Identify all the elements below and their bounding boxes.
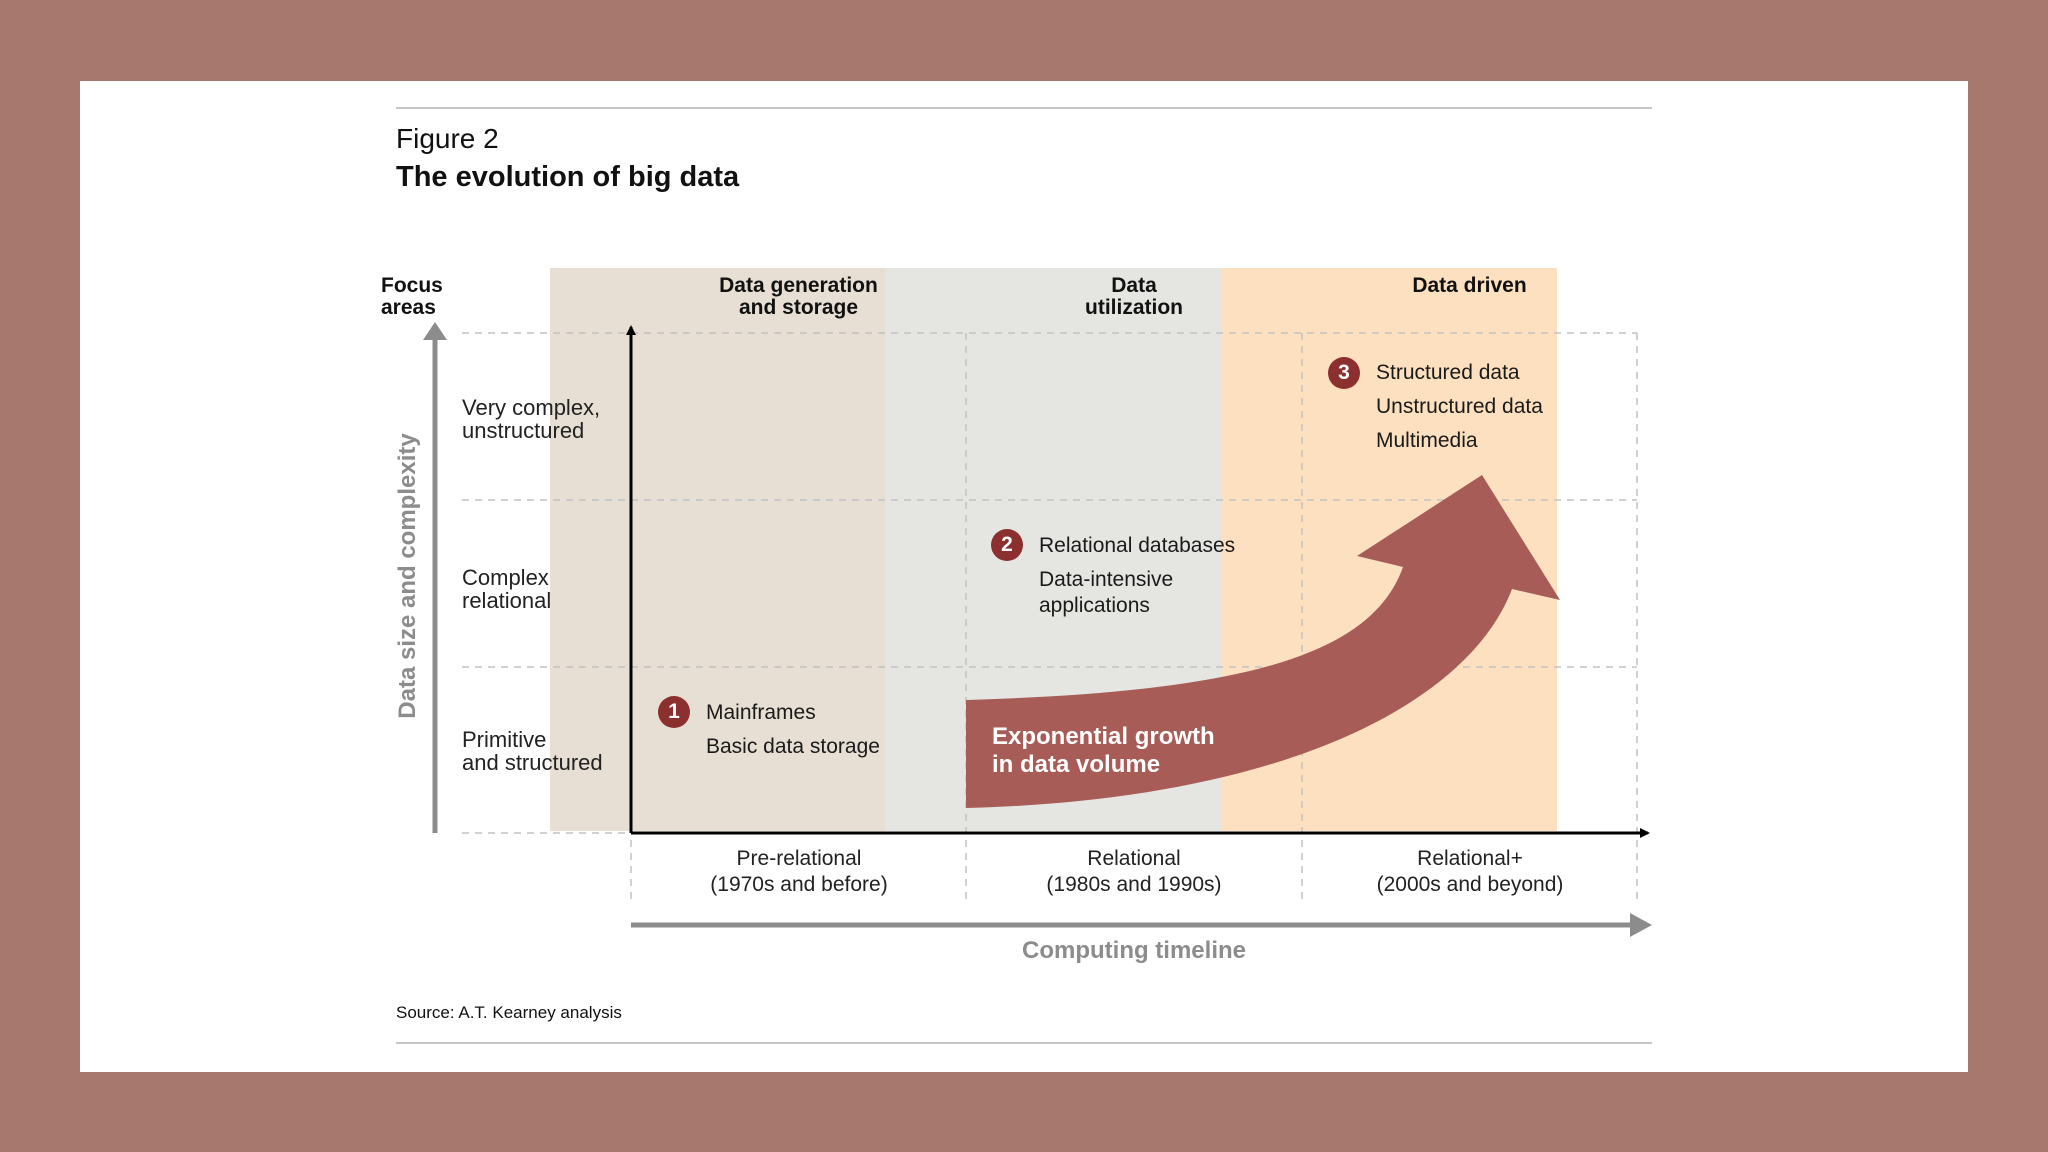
timeline-pre-relational: Pre-relational(1970s and before): [710, 847, 888, 896]
header-data-generation: Data generation and storage: [719, 274, 878, 319]
timeline-relational: Relational(1980s and 1990s): [1046, 847, 1222, 896]
x-axis-arrowhead: [1630, 913, 1652, 937]
figure-label: Figure 2: [396, 123, 499, 154]
source-note: Source: A.T. Kearney analysis: [396, 1003, 622, 1022]
figure-title: The evolution of big data: [396, 161, 740, 193]
focus-areas-header: Focus areas: [381, 274, 443, 319]
stage-3-marker: 3: [1328, 357, 1360, 389]
top-rule: [396, 107, 1652, 109]
era-band-data-generation: [550, 268, 885, 831]
stage-2-marker: 2: [991, 529, 1023, 561]
y-axis-label: Data size and complexity: [394, 433, 421, 719]
x-axis-label: Computing timeline: [1022, 937, 1246, 964]
row-label-very-complex: Very complex,unstructured: [462, 395, 601, 443]
stage-2-items: Relational databases Data-intensive appl…: [1039, 534, 1236, 617]
header-data-utilization: Data utilization: [1085, 274, 1183, 319]
timeline-relational-plus: Relational+(2000s and beyond): [1376, 847, 1564, 896]
growth-arrow-label: Exponential growth in data volume: [992, 723, 1215, 778]
stage-1-items: Mainframes Basic data storage: [706, 701, 880, 758]
header-data-driven: Data driven: [1412, 274, 1527, 297]
y-axis-arrowhead: [423, 322, 447, 340]
bottom-rule: [396, 1042, 1652, 1044]
growth-arrow: [966, 475, 1560, 808]
column-grid-lines: [630, 333, 1638, 905]
stage-1-marker: 1: [658, 696, 690, 728]
stage-3-items: Structured data Unstructured data Multim…: [1376, 361, 1543, 452]
